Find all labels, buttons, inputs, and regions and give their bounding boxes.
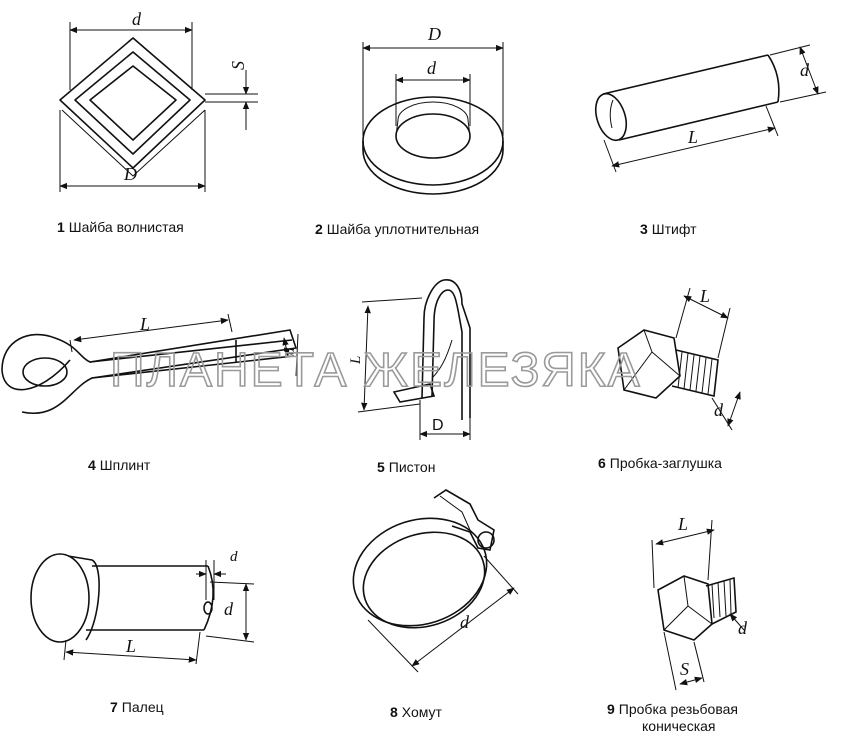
caption-2-number: 2 [315,221,323,237]
watermark: ПЛАНЕТА ЖЕЛЕЗЯКА [110,344,642,397]
part-6-plug: L d [617,286,741,431]
caption-9-label: Пробка резьбовая [619,701,738,717]
dim-L: L [699,286,710,306]
part-9-tapered-plug: L d S [651,514,748,691]
caption-9-label-line2: коническая [642,718,716,734]
part-4-cotter-pin: L d [1,313,299,415]
dim-L: L [348,356,364,365]
dim-d: d [714,400,724,420]
caption-1-number: 1 [57,219,65,235]
caption-5-label: Пистон [389,459,436,475]
dim-d: d [282,347,298,355]
caption-7-number: 7 [110,699,118,715]
caption-6-label: Пробка-заглушка [610,455,722,471]
part-8-hose-clamp: d [352,489,519,673]
caption-2-label: Шайба уплотнительная [327,221,479,237]
dim-d: d [738,618,748,638]
dim-D: D [123,164,137,184]
part-2-sealing-washer: D d [362,24,504,195]
dim-d: d [132,9,142,29]
dim-d: d [224,599,234,619]
caption-4-label: Шплинт [100,457,151,473]
dim-d: d [800,60,810,80]
dim-D: D [432,417,444,434]
dim-L: L [125,636,136,656]
part-7-clevis-pin: d d L [30,549,255,665]
caption-5-number: 5 [377,459,385,475]
caption-1-label: Шайба волнистая [69,219,184,235]
dim-L: L [677,514,688,534]
caption-3-label: Штифт [652,221,697,237]
dim-d: d [427,58,437,78]
caption-6-number: 6 [598,455,606,471]
caption-4-number: 4 [88,457,96,473]
caption-3-number: 3 [640,221,648,237]
part-5-piston: L D [348,279,471,440]
dim-S: S [228,61,248,70]
dim-D: D [427,24,441,44]
dim-d-hole: d [230,549,238,565]
dim-L: L [687,127,698,147]
part-1-wave-washer: d D S [59,9,258,192]
caption-7-label: Палец [122,699,164,715]
caption-8-number: 8 [390,704,398,720]
dim-L: L [139,314,150,334]
dim-S: S [680,659,689,679]
part-3-pin: d L [594,44,827,173]
dim-d: d [460,612,470,632]
caption-9-number: 9 [607,701,615,717]
caption-8-label: Хомут [402,704,443,720]
